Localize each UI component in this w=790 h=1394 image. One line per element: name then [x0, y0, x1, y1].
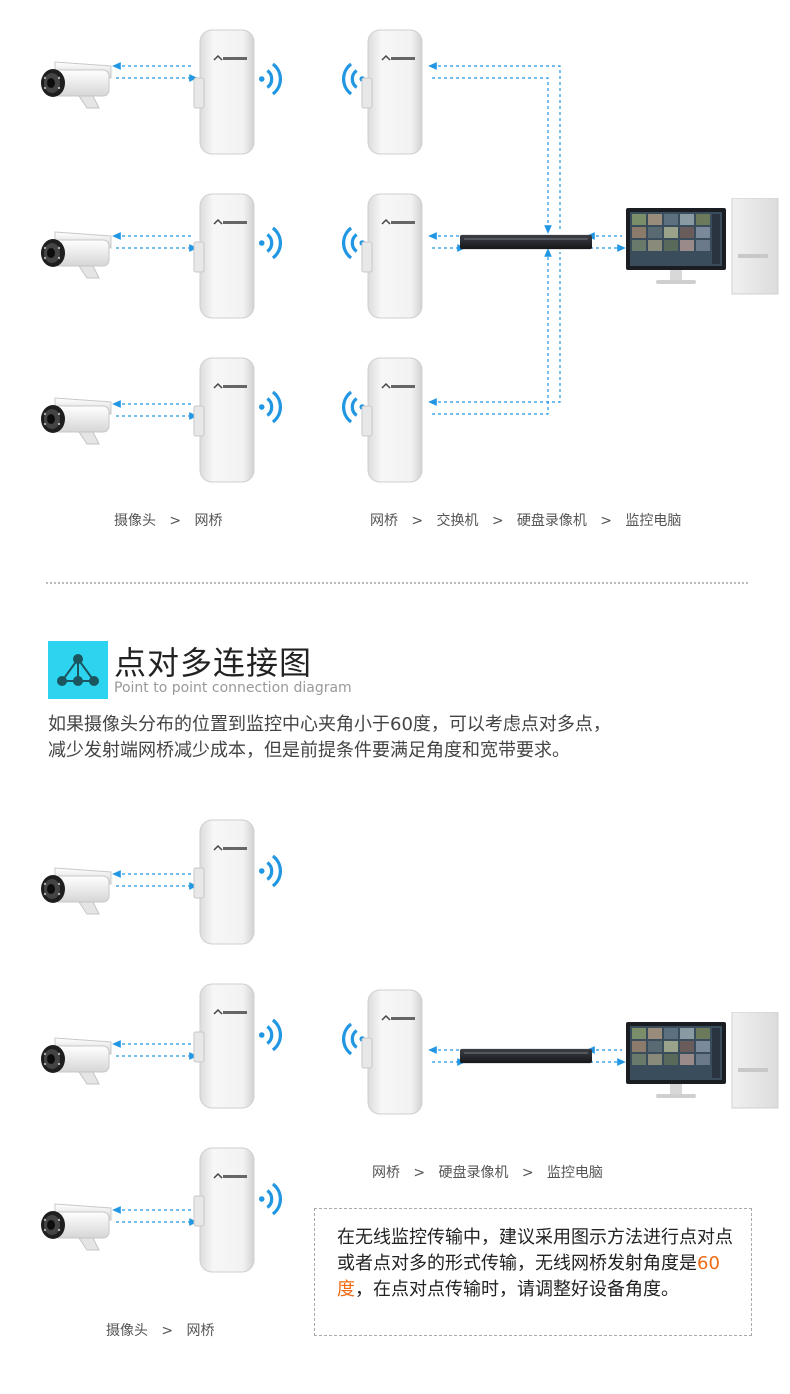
camera-4 — [40, 867, 112, 915]
intro-line-2: 减少发射端网桥减少成本，但是前提条件要满足角度和宽带要求。 — [48, 740, 570, 761]
camera-6 — [40, 1203, 112, 1251]
switch — [460, 234, 592, 250]
section-title: 点对多连接图 — [114, 644, 313, 682]
bridge-rx-4 — [361, 989, 423, 1115]
monitoring-pc — [626, 198, 779, 295]
caption-bridge-switch-nvr-pc: 网桥 > 交换机 > 硬盘录像机 > 监控电脑 — [370, 513, 682, 529]
camera-1 — [40, 61, 112, 109]
bridge-tx-1 — [193, 29, 255, 155]
intro-line-1: 如果摄像头分布的位置到监控中心夹角小于60度，可以考虑点对多点， — [48, 714, 611, 735]
camera-2 — [40, 231, 112, 279]
wifi-signal-icon — [258, 1182, 283, 1216]
angle-highlight: 60度 — [337, 1253, 720, 1300]
topology-2 — [40, 819, 779, 1273]
bridge-rx-1 — [361, 29, 423, 155]
bridge-tx-5 — [193, 983, 255, 1109]
camera-3 — [40, 397, 112, 445]
bridge-rx-3 — [361, 357, 423, 483]
nvr-links-2 — [428, 1046, 626, 1066]
topology-1 — [40, 29, 779, 483]
note-box: 在无线监控传输中，建议采用图示方法进行点对点或者点对多的形式传输，无线网桥发射角… — [314, 1208, 752, 1336]
section-subtitle: Point to point connection diagram — [114, 680, 352, 696]
intro-text: 如果摄像头分布的位置到监控中心夹角小于60度，可以考虑点对多点， 减少发射端网桥… — [48, 712, 748, 764]
caption-bridge-nvr-pc: 网桥 > 硬盘录像机 > 监控电脑 — [372, 1165, 603, 1181]
wifi-signal-icon — [258, 390, 283, 424]
caption-camera-bridge-2: 摄像头 > 网桥 — [106, 1323, 215, 1339]
section-divider — [46, 582, 748, 584]
camera-links-2 — [112, 870, 198, 1226]
network-tree-icon — [48, 641, 108, 699]
wifi-signal-icon — [258, 854, 283, 888]
bridge-tx-3 — [193, 357, 255, 483]
bridge-tx-2 — [193, 193, 255, 319]
caption-camera-bridge: 摄像头 > 网桥 — [114, 513, 223, 529]
nvr — [460, 1048, 592, 1064]
note-text: 在无线监控传输中，建议采用图示方法进行点对点或者点对多的形式传输，无线网桥发射角… — [337, 1227, 733, 1300]
bridge-tx-6 — [193, 1147, 255, 1273]
monitoring-pc-2 — [626, 1012, 779, 1109]
bridge-rx-2 — [361, 193, 423, 319]
wifi-signal-icon — [258, 1018, 283, 1052]
bus-links-1 — [428, 62, 626, 415]
camera-5 — [40, 1037, 112, 1085]
bridge-tx-4 — [193, 819, 255, 945]
wifi-signal-icon — [258, 62, 283, 96]
wifi-signal-icon — [258, 226, 283, 260]
camera-links-1 — [112, 62, 198, 420]
